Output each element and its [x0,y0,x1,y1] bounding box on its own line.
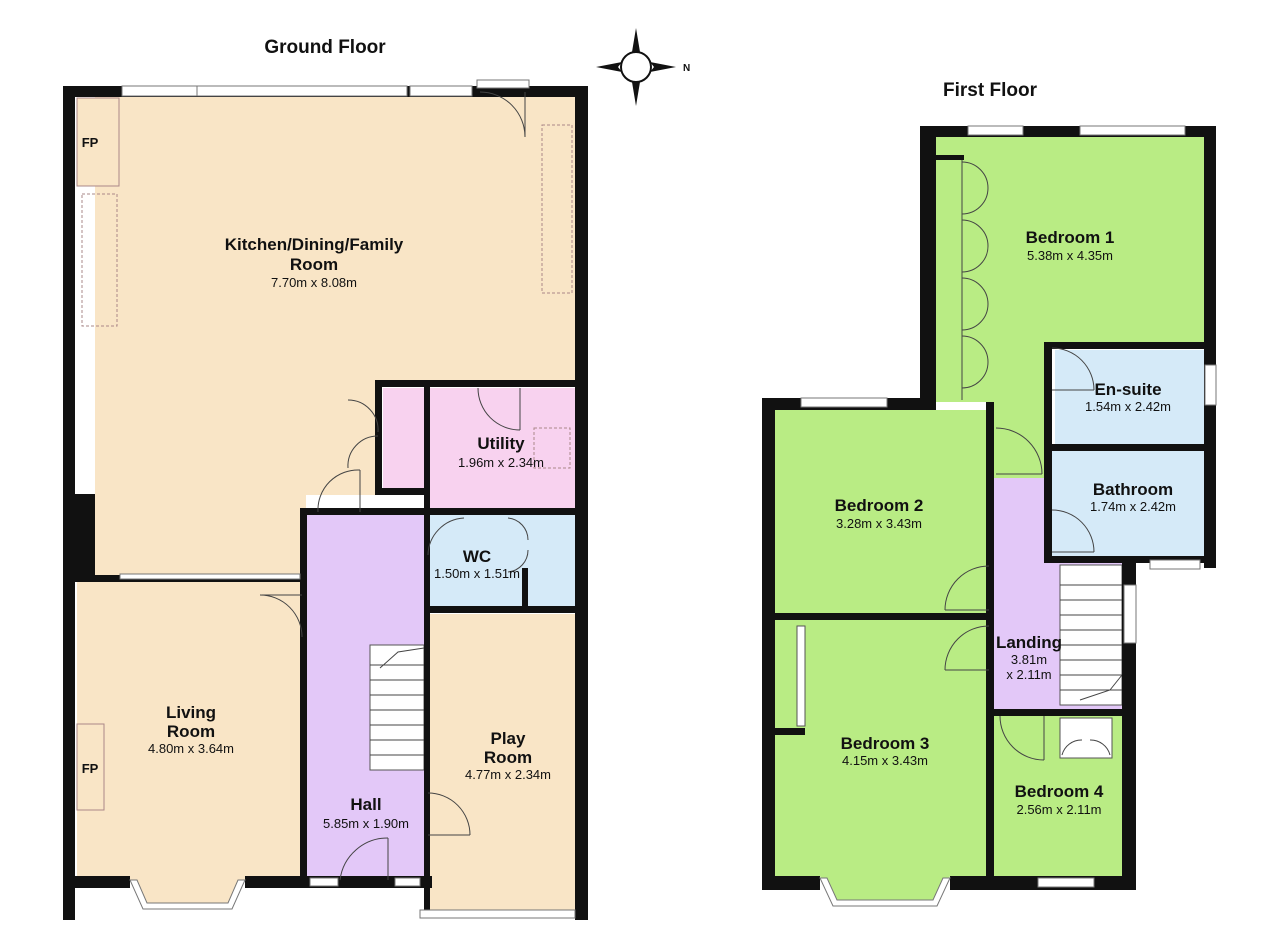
bathroom-name: Bathroom [1093,480,1173,499]
play-name-line2: Room [484,748,532,767]
ensuite-dims: 1.54m x 2.42m [1085,399,1171,414]
bedroom-3 [775,620,986,876]
living-name-line1: Living [166,703,216,722]
fireplace-label: FP [82,135,99,150]
bedroom4-dims: 2.56m x 2.11m [1016,802,1101,817]
ground-staircase [369,644,425,771]
ground-floor: Ground Floor FP FP [63,37,588,920]
bedroom-3-wardrobe [796,625,806,727]
play-dims: 4.77m x 2.34m [465,767,551,782]
kitchen-unit-left [81,193,118,327]
landing-name: Landing [996,633,1062,652]
bedroom-4-cupboard [1059,717,1113,759]
kitchen-dims: 7.70m x 8.08m [271,275,357,290]
bedroom-2 [775,410,987,613]
utility-appliance [533,427,571,469]
utility-name: Utility [477,434,525,453]
ground-doors [259,91,529,881]
hall-dims: 5.85m x 1.90m [323,816,409,831]
wc-room [428,515,575,609]
kitchen-name-line2: Room [290,255,338,274]
living-name-line2: Room [167,722,215,741]
landing-dims-line2: x 2.11m [1006,667,1051,682]
bedroom3-name: Bedroom 3 [841,734,930,753]
compass-rose-icon: N [596,28,690,106]
first-staircase [1059,564,1123,706]
bedroom-1 [936,137,1204,478]
first-floor: First Floor [762,80,1217,907]
bedroom3-dims: 4.15m x 3.43m [842,753,928,768]
compass-north-label: N [683,63,690,74]
ensuite [1055,350,1204,444]
play-name-line1: Play [491,729,527,748]
living-room-bay [130,879,245,908]
living-room [77,582,301,879]
bedroom2-dims: 3.28m x 3.43m [836,516,922,531]
bedroom1-name: Bedroom 1 [1026,228,1115,247]
ground-floor-title: Ground Floor [264,37,386,58]
kitchen-name-line1: Kitchen/Dining/Family [225,235,404,254]
kitchen-unit-right [541,124,573,294]
fireplace-living [76,723,105,811]
bathroom [1050,450,1204,557]
wc-name: WC [463,547,491,566]
living-dims: 4.80m x 3.64m [148,741,234,756]
bathroom-dims: 1.74m x 2.42m [1090,499,1176,514]
utility-dims: 1.96m x 2.34m [458,455,544,470]
first-floor-title: First Floor [943,80,1038,101]
utility-room [430,388,575,508]
landing-dims-line1: 3.81m [1011,652,1047,667]
ensuite-name: En-suite [1094,380,1161,399]
play-room [430,614,575,914]
bedroom4-name: Bedroom 4 [1015,782,1104,801]
bedroom2-name: Bedroom 2 [835,496,924,515]
bedroom1-dims: 5.38m x 4.35m [1027,248,1113,263]
bedroom-3-bay [820,876,950,905]
fireplace [76,97,120,187]
ground-windows [119,79,576,919]
wc-dims: 1.50m x 1.51m [434,566,520,581]
hall-name: Hall [350,795,381,814]
bedroom-1-wardrobes [961,160,989,400]
first-doors [944,347,1095,761]
first-windows [800,125,1217,907]
utility-cupboard [383,388,425,490]
fireplace-label-living: FP [82,761,99,776]
kitchen-dining-family-room [95,97,575,578]
